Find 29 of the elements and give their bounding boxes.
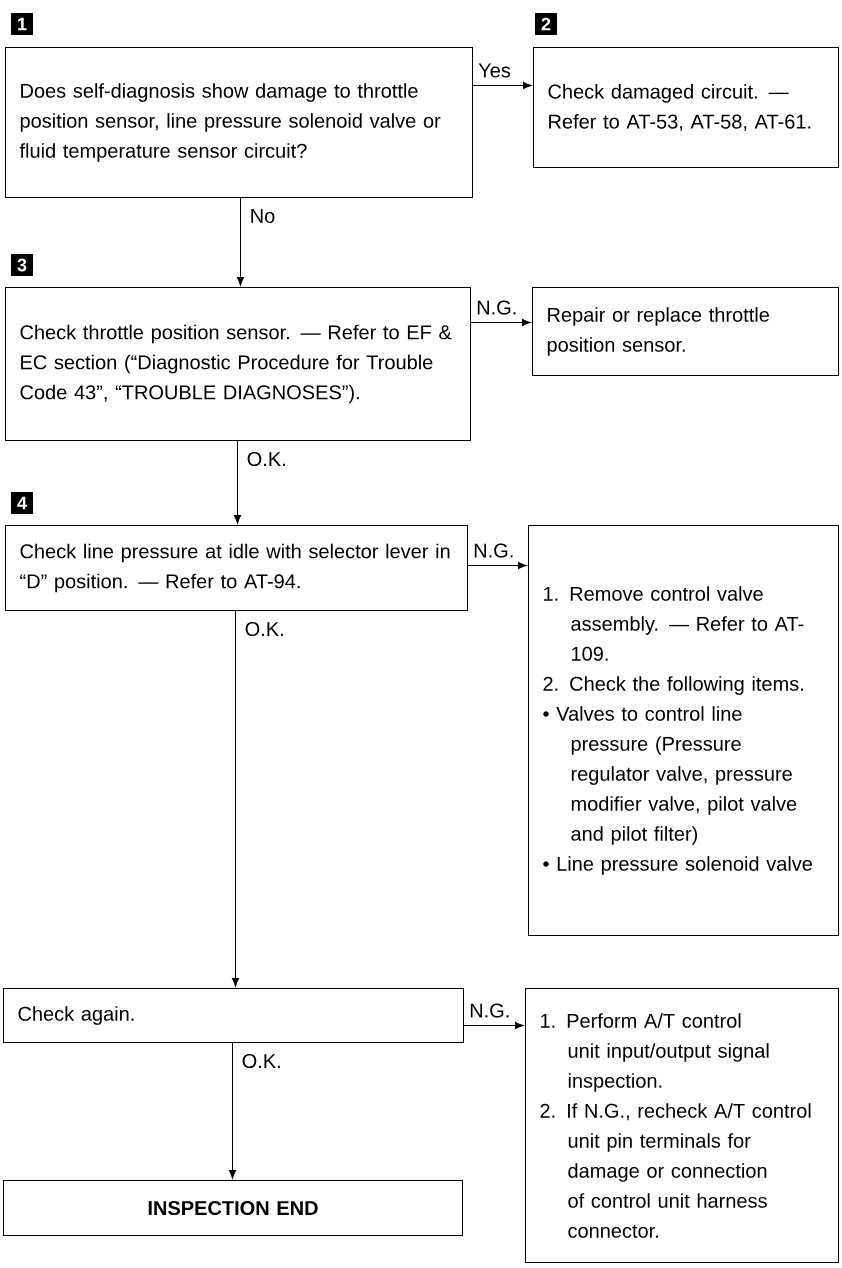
arrow — [467, 561, 527, 570]
process-box: Check throttle position sensor. — Refer to EF & EC section (“Diagnostic Procedure for Trouble Code 43”, “TROUBLE DIAGNOSES”). — [5, 287, 471, 441]
edge-label: N.G. — [475, 299, 519, 316]
edge-label: O.K. — [240, 1052, 283, 1070]
edge-label: O.K. — [245, 450, 288, 468]
arrow — [472, 81, 532, 90]
process-box: 1. Remove control valve assembly. — Refer to AT-109. 2. Check the following items. • Valves to control line pressure (Pressure regulator valve, pressure modifier valve, pilot valve and pilot filter) • Line pressure solenoid valve — [528, 525, 839, 936]
process-box: Does self-diagnosis show damage to throttle position sensor, line pressure solenoid valve or fluid temperature sensor circuit? — [5, 47, 473, 198]
arrow — [463, 1021, 524, 1030]
edge-label: N.G. — [472, 542, 516, 559]
step-number: 2 — [535, 13, 557, 35]
process-box: Repair or replace throttle position sensor. — [532, 287, 839, 376]
step-number: 3 — [11, 254, 33, 276]
process-box: 1. Perform A/T control unit input/output signal inspection. 2. If N.G., recheck A/T control unit pin terminals for damage or connection of control unit harness connector. — [525, 988, 839, 1263]
process-box: Check damaged circuit. — Refer to AT-53, AT-58, AT-61. — [533, 47, 839, 168]
edge-label: N.G. — [468, 1002, 512, 1019]
process-box: INSPECTION END — [3, 1180, 463, 1236]
arrow — [236, 197, 245, 286]
step-number: 1 — [11, 13, 33, 35]
arrow — [228, 1042, 237, 1179]
process-box: Check line pressure at idle with selector lever in “D” position. — Refer to AT-94. — [5, 525, 468, 611]
arrow — [233, 440, 242, 524]
arrow — [470, 318, 531, 327]
edge-label: Yes — [477, 62, 512, 79]
process-box: Check again. — [3, 988, 464, 1043]
edge-label: O.K. — [243, 620, 286, 638]
arrow — [231, 610, 240, 987]
edge-label: No — [248, 208, 277, 224]
step-number: 4 — [11, 492, 33, 514]
